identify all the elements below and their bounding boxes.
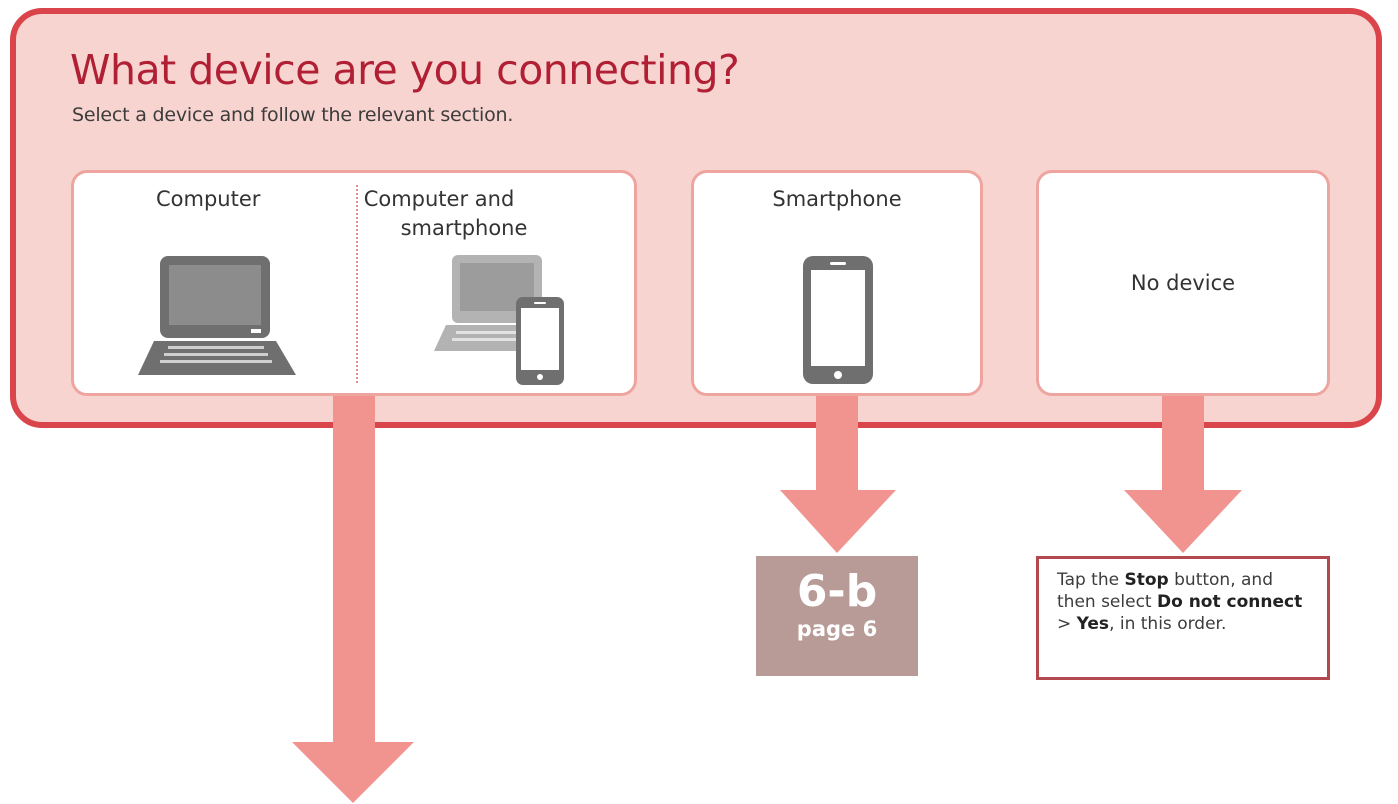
smartphone-icon <box>803 256 873 384</box>
instruction-text-2: button, and then select <box>1057 570 1273 613</box>
computer-label: Computer <box>156 187 261 211</box>
instruction-stop: Stop <box>1124 570 1169 590</box>
no-device-label: No device <box>1130 271 1236 295</box>
instruction-yes: Yes <box>1076 614 1110 635</box>
smartphone-arrow <box>780 396 896 553</box>
computer-and-smartphone-label: Computer and smartphone <box>314 185 564 244</box>
instruction-text-1: Tap the <box>1057 570 1125 590</box>
computer-arrow <box>292 396 414 803</box>
page-title: What device are you connecting? <box>70 46 740 94</box>
no-device-arrow <box>1124 396 1242 553</box>
laptop-icon <box>138 256 296 375</box>
smartphone-label: Smartphone <box>772 187 902 211</box>
section-code: 6-b <box>796 566 878 617</box>
no-device-option-card[interactable]: No device <box>1036 170 1330 396</box>
smartphone-option-card[interactable]: Smartphone <box>691 170 983 396</box>
instruction-text-4: , in this order. <box>1109 614 1227 635</box>
computer-and-smartphone-label-line2: smartphone <box>400 216 528 241</box>
laptop-and-smartphone-icon <box>434 255 564 385</box>
section-page: page 6 <box>796 617 878 642</box>
no-device-instruction: Tap the Stop button, and then select Do … <box>1036 556 1330 680</box>
instruction-text-3: > <box>1057 614 1077 635</box>
section-reference-6b[interactable]: 6-b page 6 <box>756 556 918 676</box>
page-subtitle: Select a device and follow the relevant … <box>72 104 514 126</box>
instruction-do-not-connect: Do not connect <box>1157 592 1303 613</box>
computer-and-smartphone-label-line1: Computer and <box>363 187 515 211</box>
option-divider <box>356 185 358 383</box>
computer-option-card[interactable]: Computer Computer and smartphone <box>71 170 637 396</box>
